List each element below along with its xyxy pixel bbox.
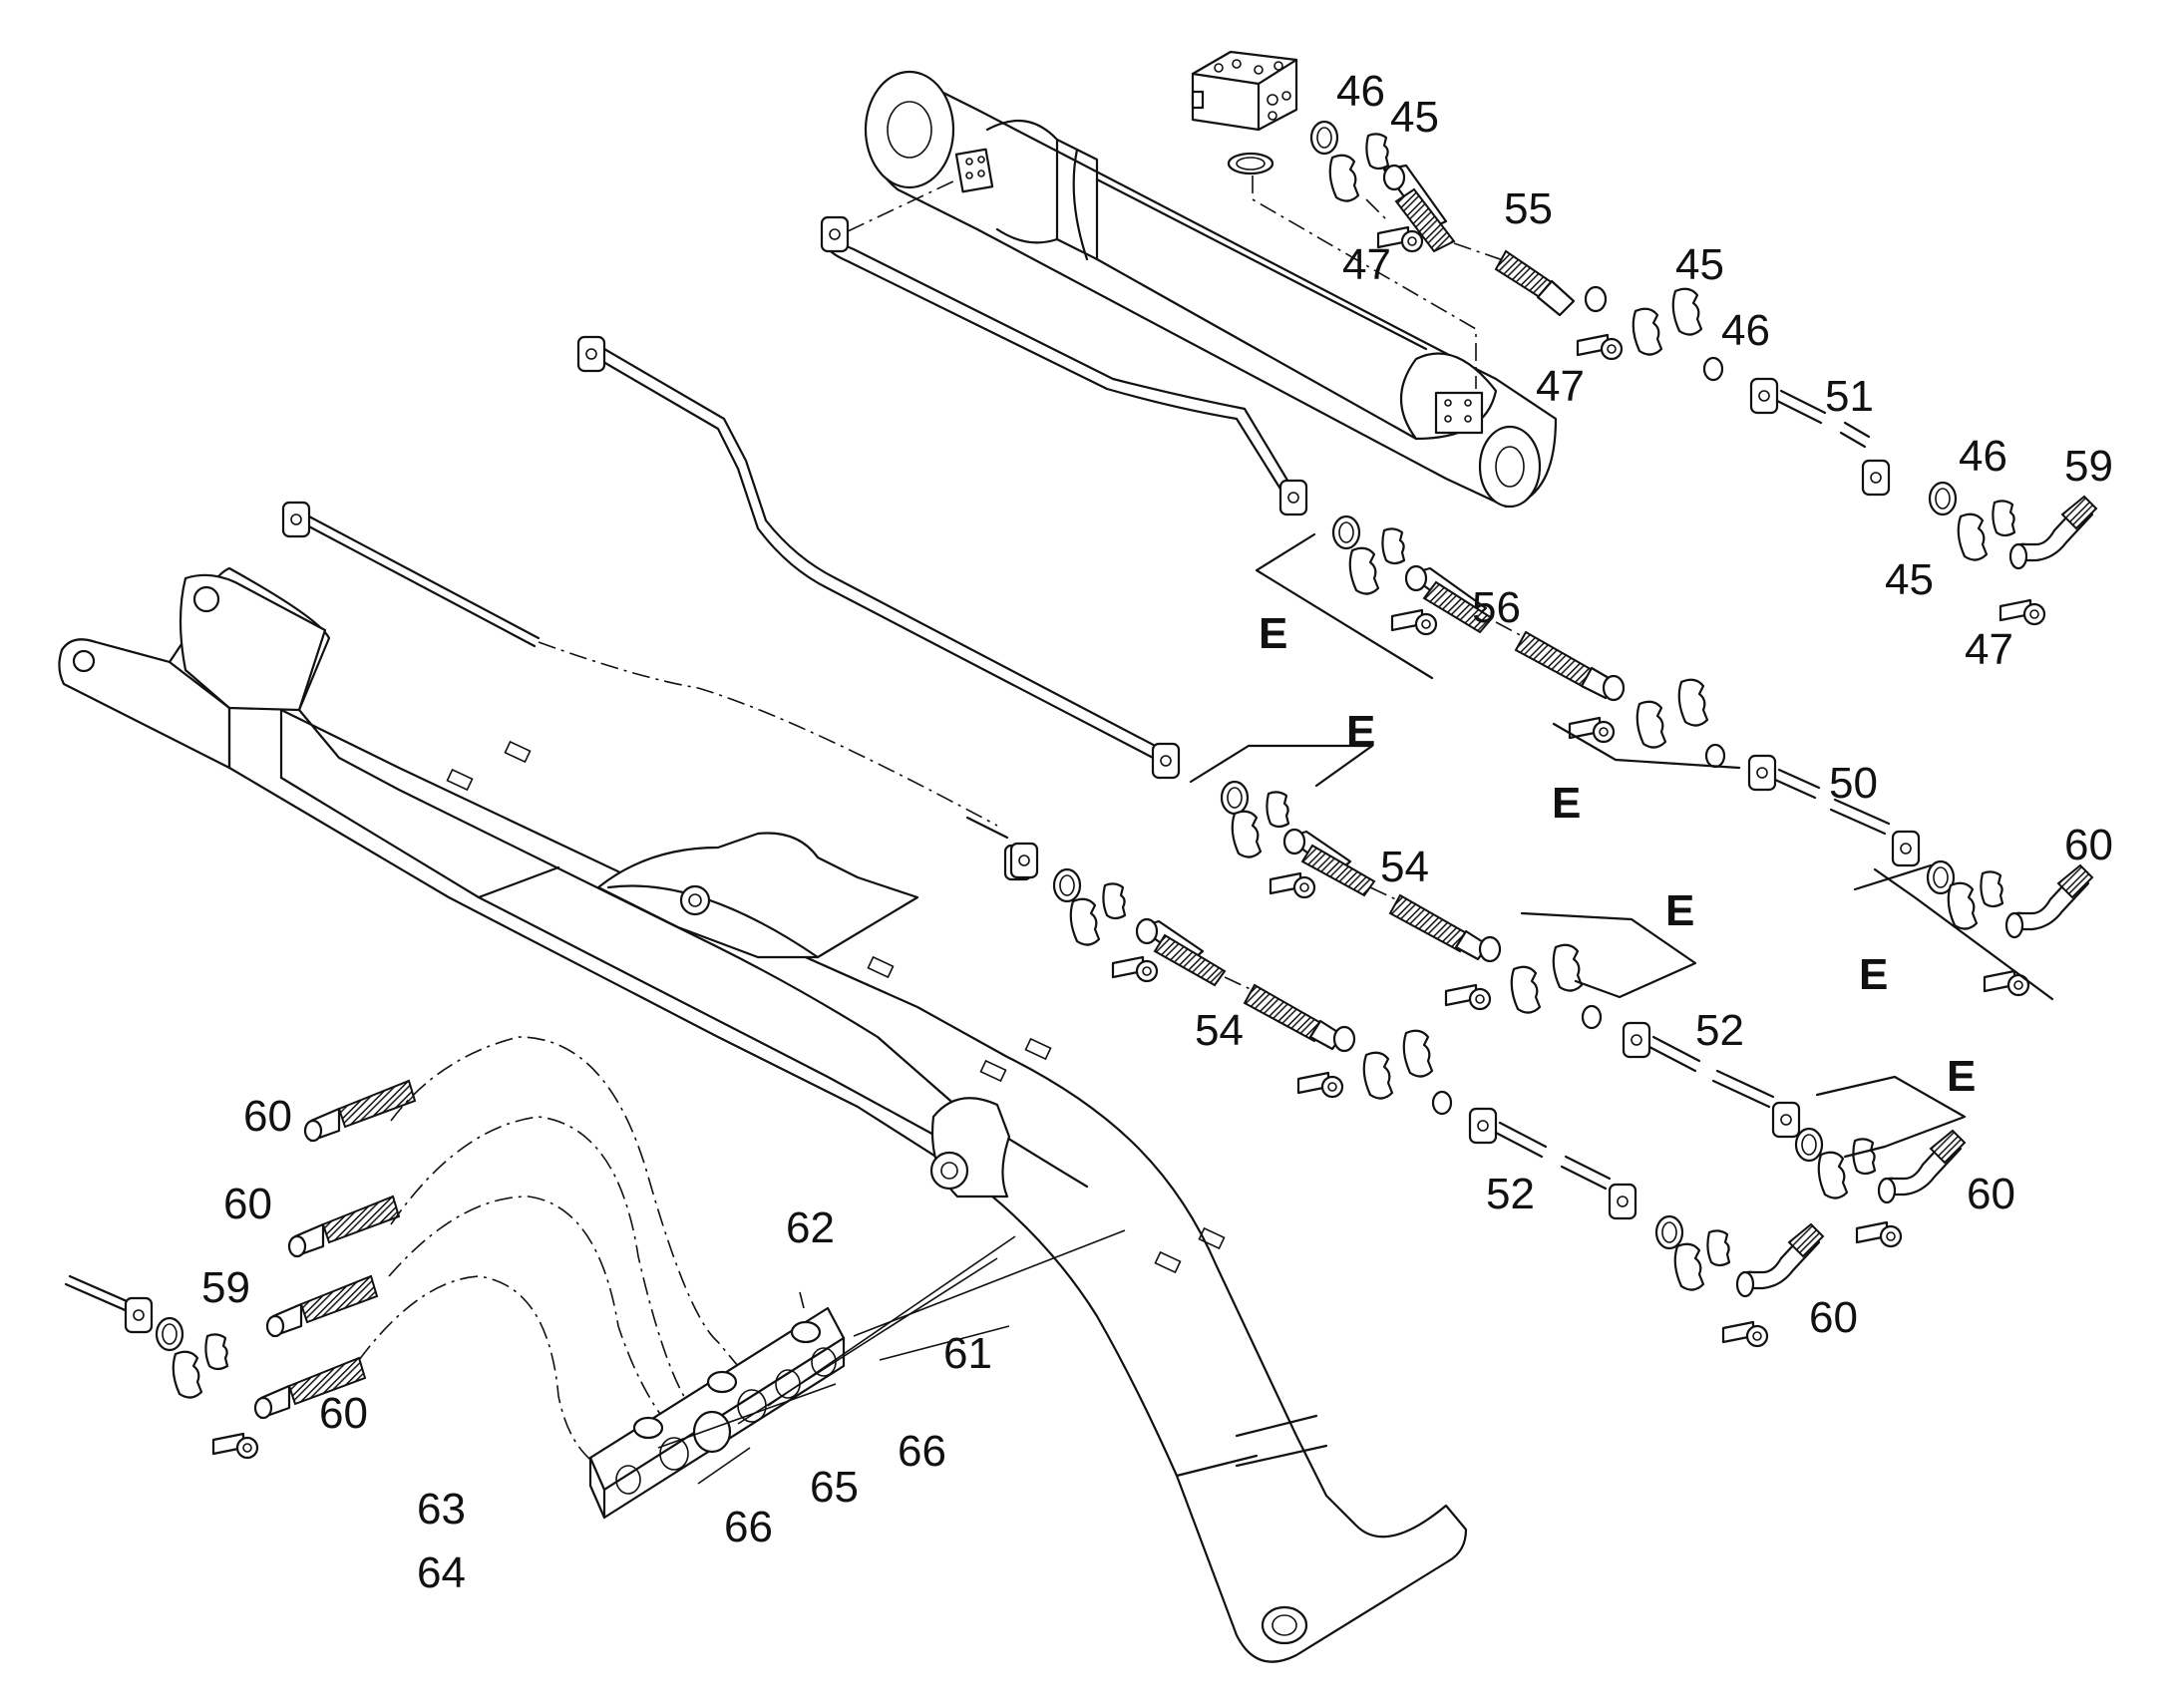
hose-routing-lines [358,1036,739,1467]
callout-65: 65 [810,1463,859,1512]
detail-label-e: E [1859,950,1888,999]
callout-45: 45 [1390,93,1439,142]
callout-66: 66 [898,1427,946,1476]
detail-brackets [1189,532,2054,1159]
callout-61: 61 [943,1329,992,1378]
callout-60: 60 [223,1180,272,1228]
callout-52: 52 [1486,1170,1535,1218]
callout-60: 60 [2064,821,2113,869]
leader-lines [657,1229,1126,1485]
fittings [64,120,2098,1460]
detail-label-e: E [1665,886,1694,935]
detail-label-e: E [1552,779,1581,828]
callout-66: 66 [724,1503,773,1551]
callout-54: 54 [1195,1006,1244,1055]
callout-45: 45 [1885,555,1934,604]
detail-labels: E E E E E E E [1259,609,1976,1101]
callout-54: 54 [1380,843,1429,891]
callout-62: 62 [786,1203,835,1252]
callout-60: 60 [243,1092,292,1141]
manifold-block [1191,50,1477,389]
callout-52: 52 [1695,1006,1744,1055]
hydraulic-cylinder [864,70,1558,509]
callout-45: 45 [1675,240,1724,289]
callout-47: 47 [1342,240,1391,289]
callout-60: 60 [1809,1293,1858,1342]
callout-56: 56 [1472,583,1521,632]
callout-55: 55 [1504,184,1553,233]
detail-label-e: E [1259,609,1287,658]
callout-50: 50 [1829,759,1878,808]
callout-60: 60 [319,1389,368,1438]
distribution-block [588,1306,846,1520]
callout-59: 59 [2064,442,2113,491]
steel-pipes [281,178,1308,881]
callout-59: 59 [201,1263,250,1312]
callout-47: 47 [1965,625,2013,674]
detail-label-e: E [1346,707,1375,756]
boom-structure [58,566,1468,1663]
callout-46: 46 [1959,432,2007,481]
callout-47: 47 [1536,362,1585,411]
callout-63: 63 [417,1485,466,1534]
callout-51: 51 [1825,372,1874,421]
detail-label-e: E [1947,1052,1976,1101]
callout-46: 46 [1721,306,1770,355]
callout-60: 60 [1967,1170,2015,1218]
callouts: 46 45 55 47 45 46 47 51 46 59 45 47 56 5… [201,67,2113,1597]
callout-46: 46 [1336,67,1385,116]
callout-64: 64 [417,1548,466,1597]
